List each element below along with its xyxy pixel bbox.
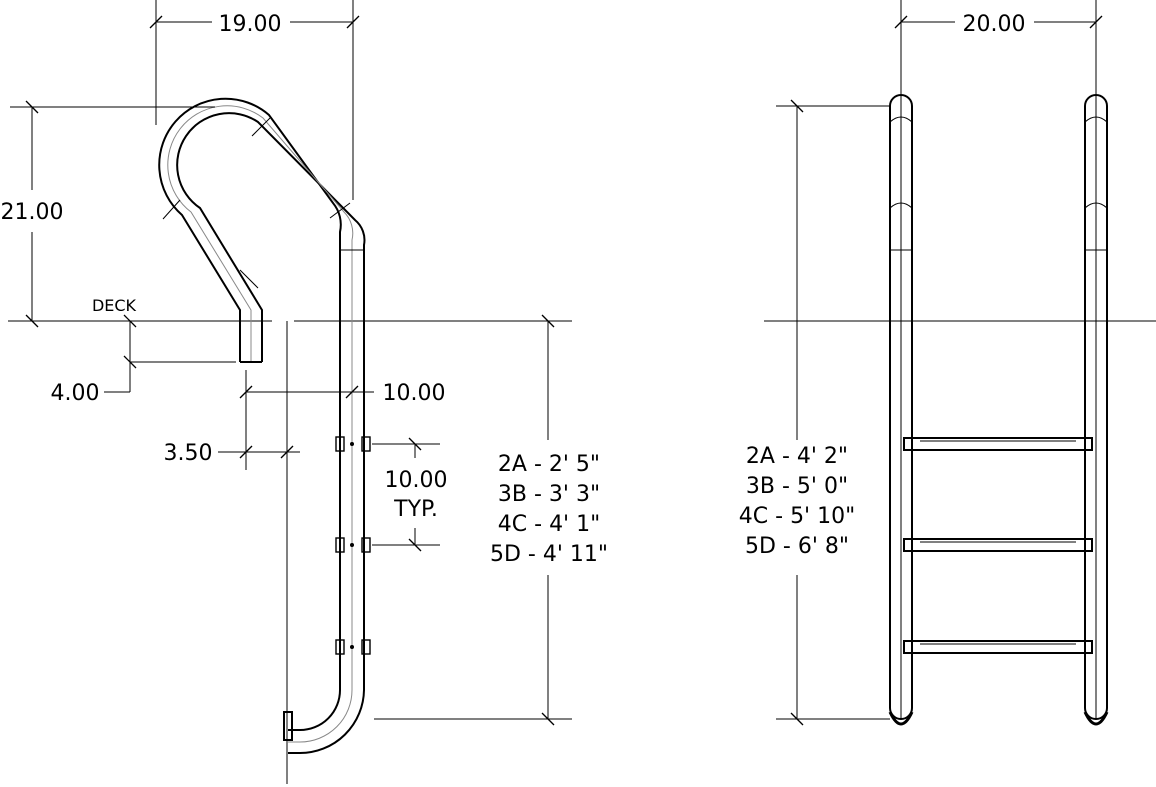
height-row-2a: 2A - 4' 2" [746,444,848,469]
tread [903,437,1093,451]
tread [903,538,1093,552]
dim-step-spacing-label: 10.00 [385,468,448,493]
dim-drop-4: 4.00 [51,314,236,406]
dim-step-spacing: 10.00 TYP. [372,437,448,552]
depth-row-5d: 5D - 4' 11" [490,542,608,567]
dim-depth [374,314,572,726]
dim-drop-label: 4.00 [51,381,100,406]
dim-width-20: 20.00 [894,0,1103,95]
height-row-5d: 5D - 6' 8" [745,534,849,559]
left-rail [888,94,914,726]
handrail-tube [158,97,366,754]
dim-step-spacing-note: TYP. [393,497,438,522]
depth-row-4c: 4C - 4' 1" [498,512,600,537]
depth-table: 2A - 2' 5" 3B - 3' 3" 4C - 4' 1" 5D - 4'… [490,452,608,567]
dim-height-label: 21.00 [1,200,64,225]
right-rail [1083,94,1109,726]
side-view: 19.00 21.00 DECK 4.00 10.0 [1,0,608,784]
dim-reach-10: 10.00 [239,370,446,470]
step-brackets [335,436,371,655]
tread [903,640,1093,654]
front-view: 20.00 2A - 4' 2" 3B - 5' 0" 4C - 5' 10" … [739,0,1156,726]
deck-label: DECK [92,296,137,315]
step-bracket [335,436,371,452]
dim-width-19: 19.00 [149,0,360,200]
front-dim-width-label: 20.00 [963,12,1026,37]
depth-row-2a: 2A - 2' 5" [498,452,600,477]
dim-overall-height [776,99,890,726]
dim-setback-label: 3.50 [164,441,213,466]
dim-setback-3-50: 3.50 [164,441,300,466]
dim-height-21: 21.00 [1,100,215,328]
step-bracket [335,537,371,553]
height-row-3b: 3B - 5' 0" [746,474,848,499]
height-table: 2A - 4' 2" 3B - 5' 0" 4C - 5' 10" 5D - 6… [739,444,855,559]
depth-row-3b: 3B - 3' 3" [498,482,600,507]
step-bracket [335,639,371,655]
height-row-4c: 4C - 5' 10" [739,504,855,529]
dim-reach-label: 10.00 [383,381,446,406]
dim-width-label: 19.00 [219,12,282,37]
treads [903,437,1093,654]
